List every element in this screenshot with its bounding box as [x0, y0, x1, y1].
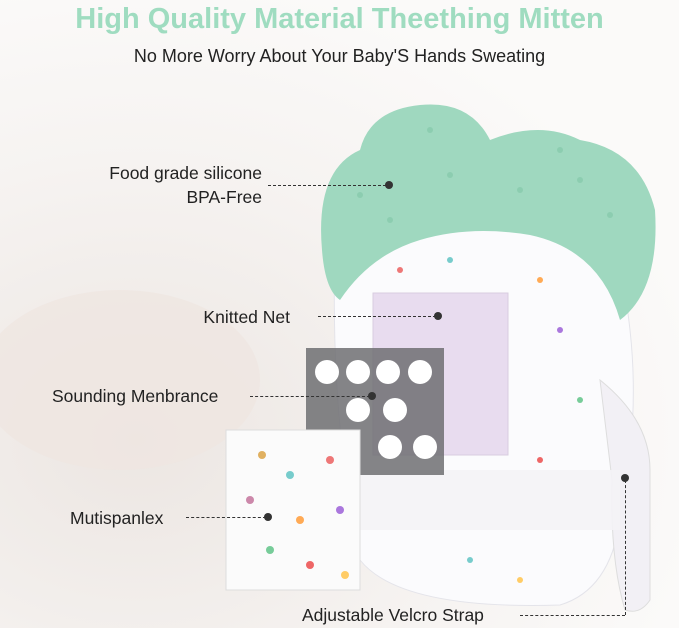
silicone-label-line1: Food grade silicone [109, 163, 262, 183]
strap-leader [520, 615, 625, 616]
fabric-dot [264, 513, 272, 521]
membrane-leader [250, 396, 370, 397]
membrane-label: Sounding Menbrance [52, 386, 219, 406]
fabric-label: Mutispanlex [70, 508, 164, 528]
knitted-label: Knitted Net [203, 307, 290, 327]
membrane-dot [368, 392, 376, 400]
silicone-dot [385, 181, 393, 189]
knitted-dot [434, 312, 442, 320]
strap-band [360, 470, 620, 530]
strap-dot [621, 474, 629, 482]
strap-leader-vertical [625, 480, 626, 615]
headline: High Quality Material Theething Mitten [75, 3, 604, 35]
silicone-label: Food grade silicone BPA-Free [109, 161, 262, 209]
silicone-top [321, 104, 656, 320]
silicone-label-line2: BPA-Free [186, 187, 262, 207]
knitted-leader [318, 316, 436, 317]
subheadline: No More Worry About Your Baby'S Hands Sw… [133, 46, 546, 66]
fabric-leader [186, 517, 266, 518]
strap-label: Adjustable Velcro Strap [302, 605, 484, 625]
silicone-leader [268, 185, 386, 186]
